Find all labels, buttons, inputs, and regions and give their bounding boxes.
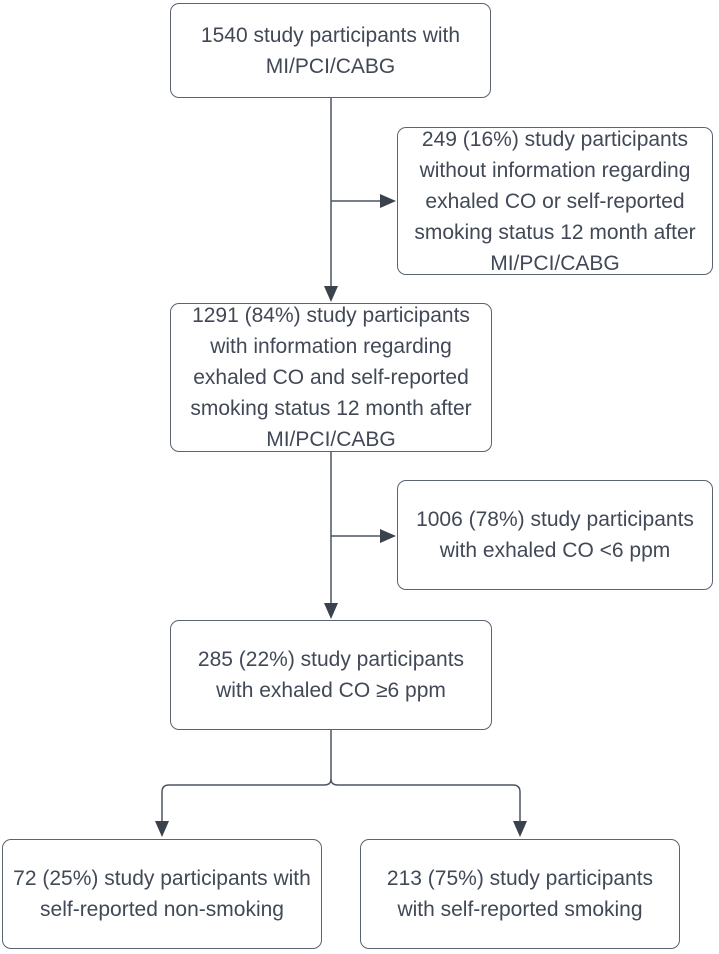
flow-box-self-reported-smoking: 213 (75%) study participants with self-r… (360, 839, 680, 949)
arrow-with-info-to-co-high (324, 452, 338, 619)
flow-box-exhaled-co-under-6ppm: 1006 (78%) study participants with exhal… (397, 480, 713, 590)
flow-box-total-participants: 1540 study participants with MI/PCI/CABG (170, 3, 491, 98)
flow-box-self-reported-non-smoking: 72 (25%) study participants with self-re… (2, 839, 322, 949)
arrow-to-excluded (331, 194, 396, 208)
arrow-to-non-smoking (155, 730, 332, 837)
arrow-to-co-low (331, 529, 396, 543)
flow-box-with-information: 1291 (84%) study participants with infor… (170, 303, 492, 452)
arrow-total-to-with-info (324, 98, 338, 302)
flow-box-excluded-no-information: 249 (16%) study participants without inf… (397, 127, 713, 275)
arrow-to-smoking (330, 778, 527, 837)
flow-box-exhaled-co-6ppm-or-more: 285 (22%) study participants with exhale… (170, 620, 492, 730)
